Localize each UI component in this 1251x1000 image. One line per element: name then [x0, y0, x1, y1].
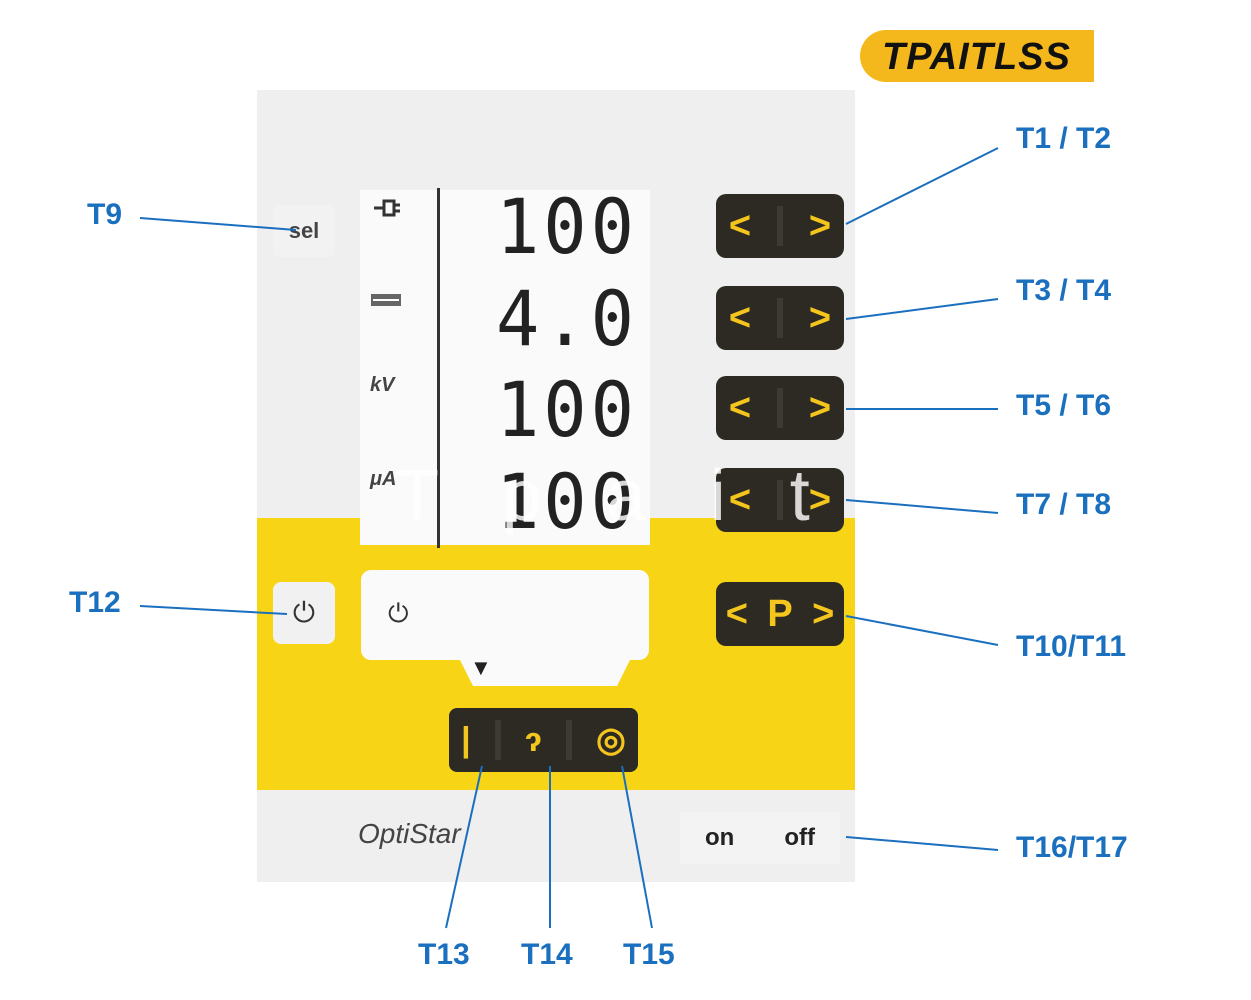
callout-t14: T14 [521, 938, 573, 971]
sel-button[interactable]: sel [273, 205, 335, 257]
callout-t16-t17: T16/T17 [1016, 831, 1128, 864]
brand-badge [860, 30, 1094, 82]
button-divider [776, 480, 783, 520]
adjust-buttons-1[interactable]: < > [716, 194, 844, 258]
readout-3: 100 [495, 365, 638, 455]
callout-t10-t11: T10/T11 [1016, 630, 1127, 663]
on-switch[interactable]: on [705, 824, 735, 851]
callout-line-t7 [845, 499, 999, 514]
brand-text: TPAITLSS [882, 36, 1071, 78]
adjust-buttons-4[interactable]: < > [716, 468, 844, 532]
kv-label: kV [370, 374, 395, 396]
program-prev-button[interactable]: < [725, 592, 748, 635]
readout-display [360, 190, 650, 545]
callout-line-t13 [445, 765, 483, 929]
model-name: OptiStar [358, 818, 461, 849]
mode-button-3[interactable]: ◎ [596, 721, 626, 759]
callout-t9: T9 [87, 198, 123, 231]
mode-button-2[interactable]: ɂ [525, 720, 542, 759]
callout-line-t1 [845, 147, 999, 225]
callout-t7-t8: T7 / T8 [1016, 488, 1112, 521]
mode-divider [565, 720, 572, 760]
readout-2: 4.0 [495, 274, 638, 364]
callout-line-t12 [139, 605, 288, 615]
callout-t1-t2: T1 / T2 [1016, 122, 1112, 155]
standby-icon: ⏻ [388, 598, 409, 628]
display-divider [437, 188, 440, 548]
callout-t13: T13 [418, 938, 470, 971]
increase-button-4[interactable]: > [808, 478, 832, 521]
callout-t3-t4: T3 / T4 [1016, 274, 1112, 307]
plug-icon [374, 199, 400, 217]
watermark: T p a i t l s s [395, 456, 1112, 536]
decrease-button-3[interactable]: < [728, 386, 752, 429]
program-display [361, 570, 649, 660]
readout-4: 100 [495, 457, 638, 547]
ua-label: μA [370, 468, 397, 490]
callout-line-t15 [621, 765, 653, 929]
callout-t15: T15 [623, 938, 675, 971]
decrease-button-4[interactable]: < [728, 478, 752, 521]
down-marker-icon: ▼ [470, 655, 492, 680]
mode-buttons[interactable]: | ɂ ◎ [449, 708, 638, 772]
program-label: P [767, 592, 793, 635]
program-buttons[interactable]: < P > [716, 582, 844, 646]
button-divider [776, 388, 783, 428]
off-switch[interactable]: off [784, 824, 815, 851]
gun-icon [371, 294, 401, 306]
program-display-tab [455, 650, 635, 686]
callout-line-t3 [845, 298, 999, 320]
mode-divider [494, 720, 501, 760]
callout-line-t16 [845, 836, 999, 851]
mode-button-1[interactable]: | [461, 720, 471, 759]
button-divider [776, 298, 783, 338]
button-divider [776, 206, 783, 246]
adjust-buttons-2[interactable]: < > [716, 286, 844, 350]
increase-button-3[interactable]: > [808, 386, 832, 429]
increase-button-2[interactable]: > [808, 296, 832, 339]
increase-button-1[interactable]: > [808, 204, 832, 247]
adjust-buttons-3[interactable]: < > [716, 376, 844, 440]
decrease-button-2[interactable]: < [728, 296, 752, 339]
on-off-switch[interactable]: on off [680, 812, 840, 864]
callout-line-t9 [139, 217, 297, 231]
callout-t12: T12 [69, 586, 121, 619]
callout-line-t10 [845, 615, 999, 646]
callout-t5-t6: T5 / T6 [1016, 389, 1112, 422]
program-next-button[interactable]: > [812, 592, 835, 635]
decrease-button-1[interactable]: < [728, 204, 752, 247]
readout-1: 100 [495, 182, 638, 272]
